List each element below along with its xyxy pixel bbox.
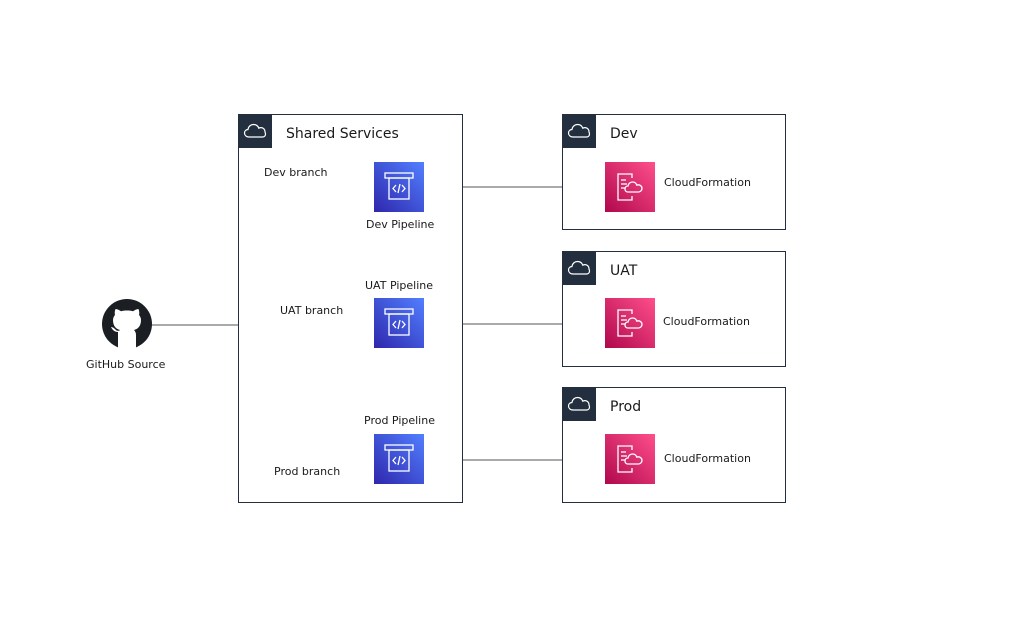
- prod-account-title: Prod: [610, 399, 642, 415]
- aws-cloud-icon: [562, 114, 596, 148]
- github-source-label: GitHub Source: [86, 358, 166, 371]
- prod-branch-label: Prod branch: [274, 465, 341, 478]
- uat-cloudformation-label: CloudFormation: [663, 315, 750, 328]
- uat-pipeline-icon: [374, 298, 424, 348]
- prod-pipeline-icon: [374, 434, 424, 484]
- dev-pipeline-label: Dev Pipeline: [366, 218, 435, 231]
- cloudformation-icon: [605, 434, 655, 484]
- shared-services-group: Shared Services: [238, 114, 463, 503]
- uat-branch-label: UAT branch: [280, 304, 344, 317]
- shared-services-title: Shared Services: [286, 126, 399, 142]
- dev-account-title: Dev: [610, 126, 638, 142]
- github-icon: [101, 298, 153, 350]
- cloudformation-icon: [605, 162, 655, 212]
- dev-branch-label: Dev branch: [264, 166, 328, 179]
- aws-cloud-icon: [562, 251, 596, 285]
- uat-pipeline-label: UAT Pipeline: [365, 279, 433, 292]
- cloudformation-icon: [605, 298, 655, 348]
- uat-account-group: UAT: [562, 251, 786, 367]
- uat-account-title: UAT: [610, 263, 638, 279]
- prod-pipeline-label: Prod Pipeline: [364, 414, 435, 427]
- dev-cloudformation-label: CloudFormation: [664, 176, 751, 189]
- dev-pipeline-icon: [374, 162, 424, 212]
- prod-account-group: Prod: [562, 387, 786, 503]
- aws-cloud-icon: [238, 114, 272, 148]
- aws-cloud-icon: [562, 387, 596, 421]
- dev-account-group: Dev: [562, 114, 786, 230]
- prod-cloudformation-label: CloudFormation: [664, 452, 751, 465]
